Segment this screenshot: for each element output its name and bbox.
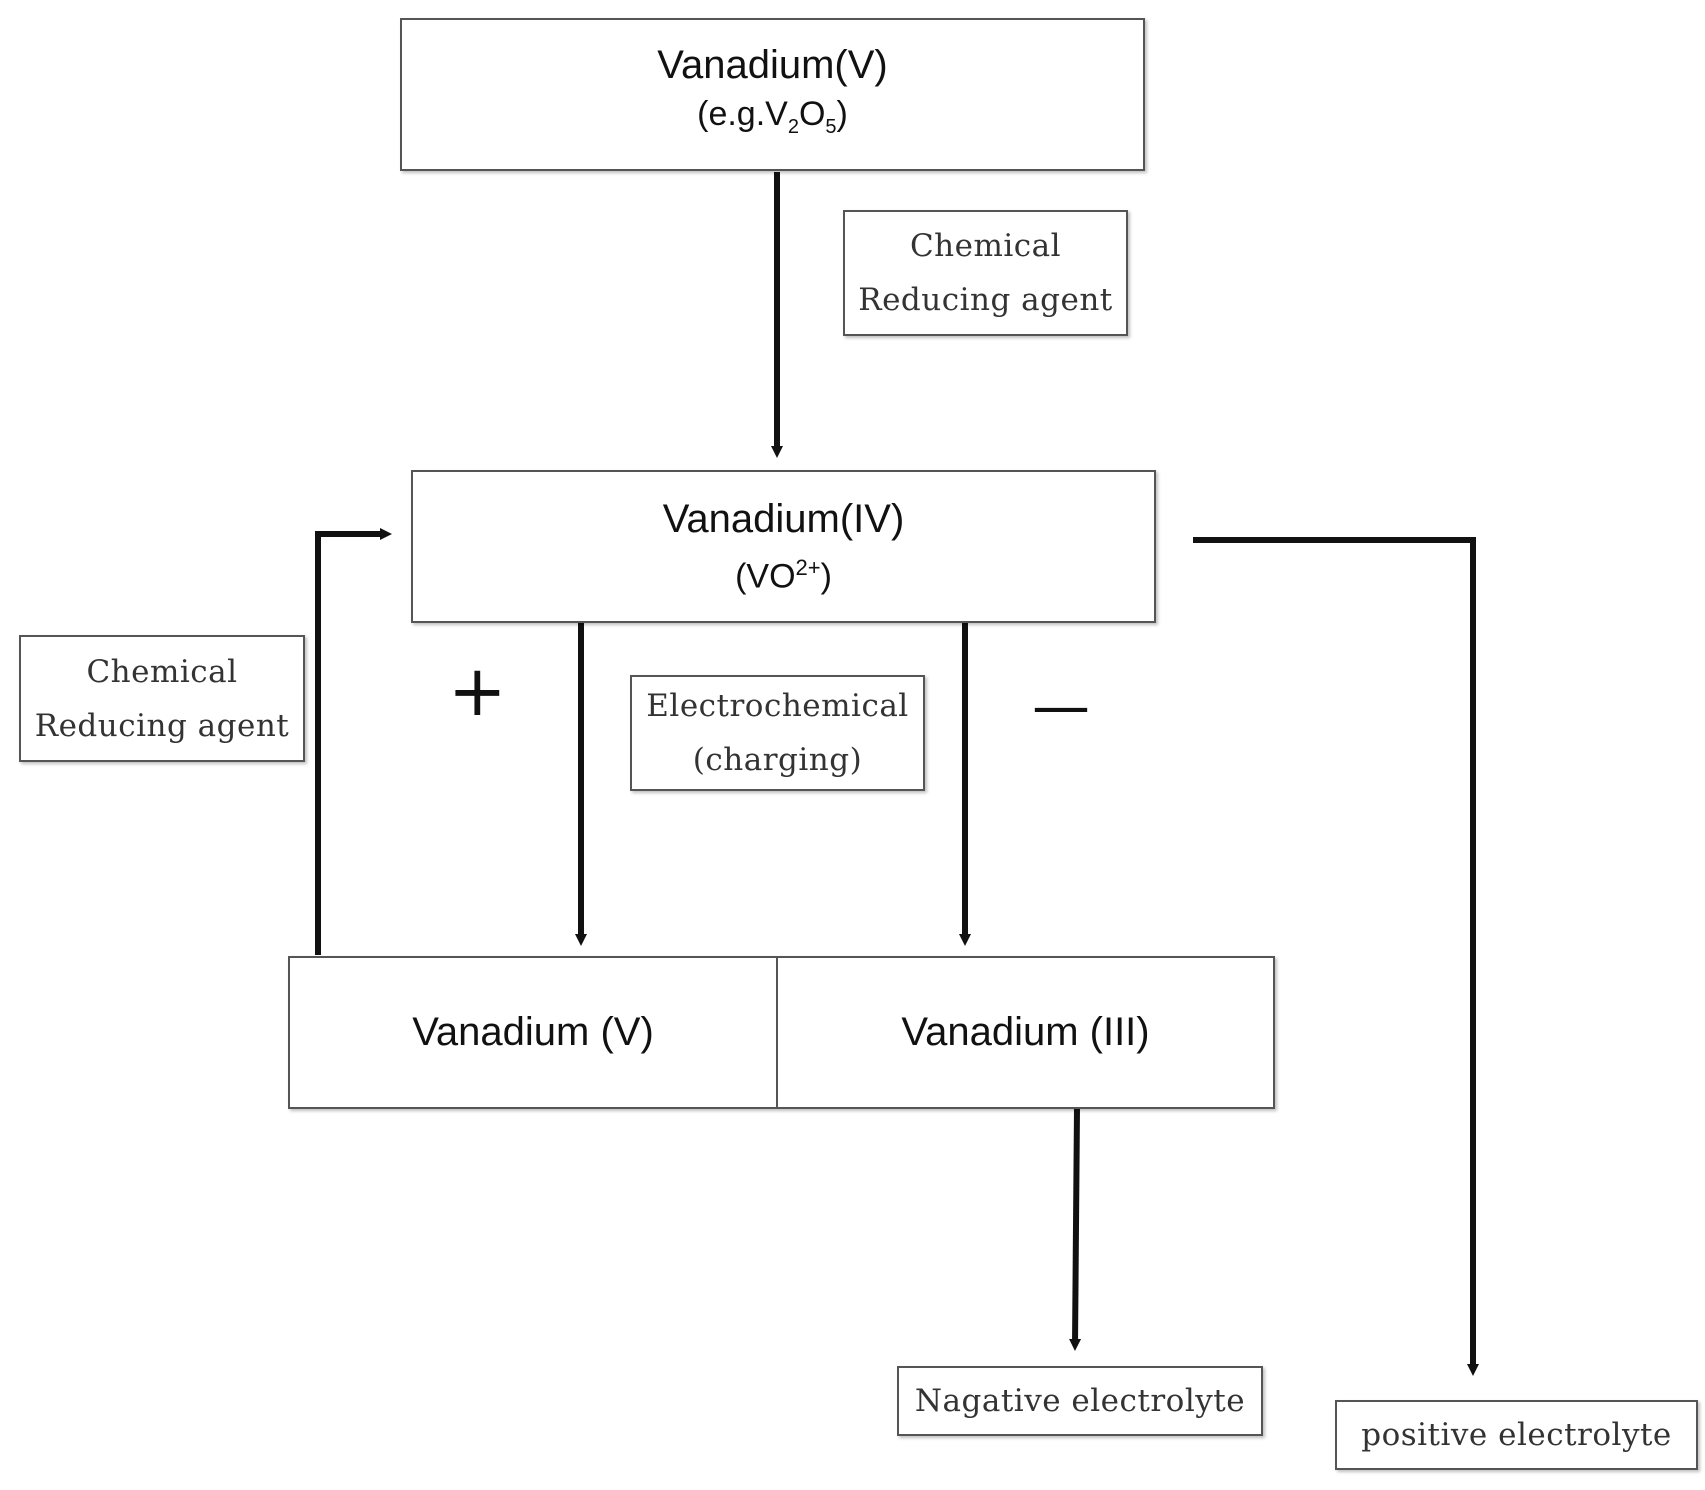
- arrow-vanadium-v-back-to-iv: [315, 528, 392, 955]
- chemical-reducing-agent-top-line2: Reducing agent: [858, 282, 1113, 318]
- plus-sign: +: [448, 650, 507, 732]
- arrow-iv-to-positive-electrolyte: [1193, 537, 1479, 1376]
- chemical-reducing-agent-top-line1: Chemical: [909, 228, 1062, 264]
- product-divider: [776, 958, 778, 1107]
- vanadium-v-source-box: Vanadium(V) (e.g.V2O5): [400, 18, 1145, 171]
- minus-sign: —: [1032, 672, 1090, 740]
- arrow-iii-to-negative-electrolyte: [1069, 1107, 1082, 1351]
- product-split-box: Vanadium (V) Vanadium (III): [288, 956, 1275, 1109]
- vanadium-iv-title: Vanadium(IV): [662, 497, 905, 542]
- positive-electrolyte-box: positive electrolyte: [1335, 1400, 1698, 1470]
- vanadium-v-source-formula: (e.g.V2O5): [697, 95, 848, 138]
- positive-electrolyte-label: positive electrolyte: [1361, 1417, 1672, 1453]
- negative-electrolyte-label: Nagative electrolyte: [914, 1383, 1246, 1419]
- vanadium-v-product: Vanadium (V): [412, 1010, 654, 1054]
- vanadium-iv-box: Vanadium(IV) (VO2+): [411, 470, 1156, 623]
- chemical-reducing-agent-left-box: Chemical Reducing agent: [19, 635, 305, 762]
- chemical-reducing-agent-top-box: Chemical Reducing agent: [843, 210, 1128, 336]
- electrochemical-box: Electrochemical (charging): [630, 675, 925, 791]
- chemical-reducing-agent-left-line1: Chemical: [86, 653, 238, 690]
- vanadium-iii-product: Vanadium (III): [901, 1010, 1150, 1054]
- electrochemical-line2: (charging): [692, 742, 863, 778]
- chemical-reducing-agent-left-line2: Reducing agent: [34, 707, 290, 744]
- vanadium-v-source-title: Vanadium(V): [657, 43, 888, 88]
- negative-electrolyte-box: Nagative electrolyte: [897, 1366, 1263, 1436]
- vanadium-iv-formula: (VO2+): [735, 555, 832, 596]
- electrochemical-line1: Electrochemical: [646, 688, 909, 724]
